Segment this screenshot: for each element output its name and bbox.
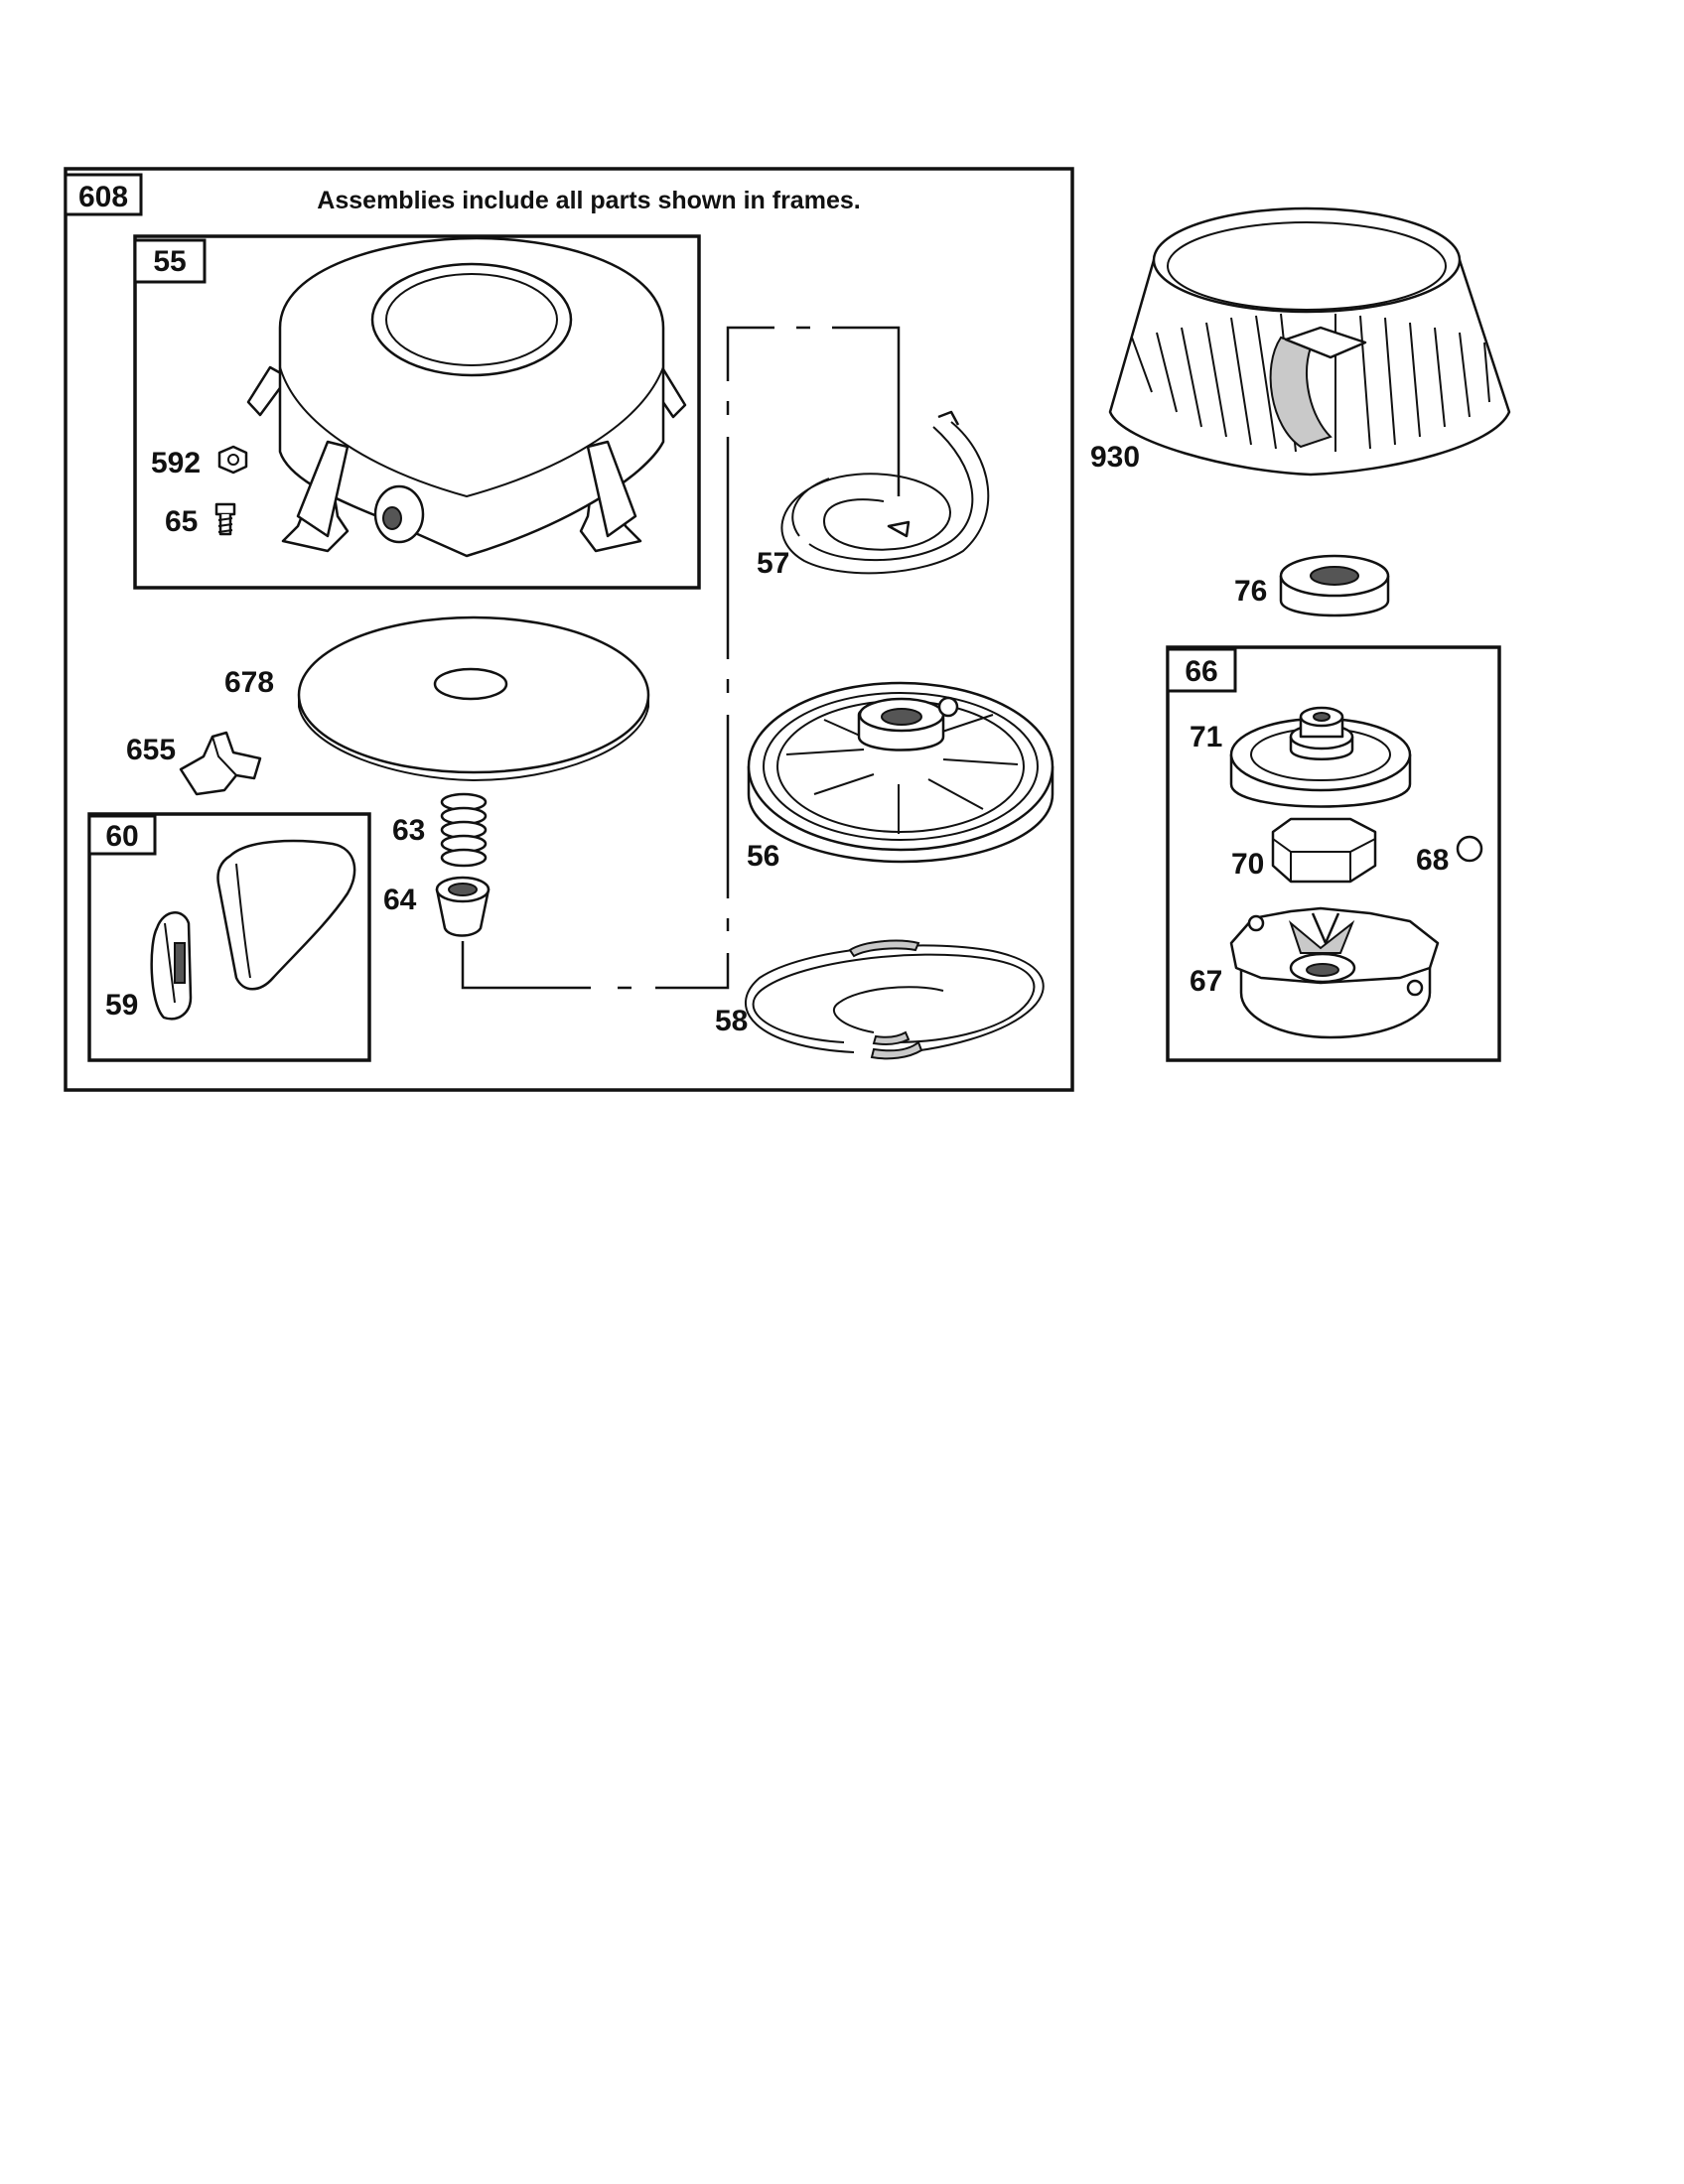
frame-label-66: 66 xyxy=(1185,655,1217,688)
starter-handle-icon xyxy=(150,839,356,1021)
hex-nut-icon xyxy=(217,445,248,475)
assembly-frame-60: 60 59 xyxy=(87,812,371,1062)
part-label-56: 56 xyxy=(747,840,779,873)
clip-icon xyxy=(179,731,262,796)
washer-icon xyxy=(1279,554,1390,617)
part-label-655: 655 xyxy=(126,734,176,766)
blower-housing-icon xyxy=(246,236,687,558)
part-label-64: 64 xyxy=(383,884,417,916)
ball-icon xyxy=(1456,835,1483,863)
part-label-678: 678 xyxy=(224,666,274,699)
part-label-592: 592 xyxy=(151,447,201,479)
part-label-65: 65 xyxy=(165,505,198,538)
starter-pulley-icon xyxy=(747,681,1054,864)
rewind-spring-icon xyxy=(780,410,990,575)
part-label-930: 930 xyxy=(1090,441,1140,474)
disc-plate-icon xyxy=(297,615,650,782)
part-label-63: 63 xyxy=(392,814,425,847)
part-label-59: 59 xyxy=(105,989,138,1022)
part-label-76: 76 xyxy=(1234,575,1267,608)
clutch-pulley-icon xyxy=(1229,706,1412,808)
frame-label-55: 55 xyxy=(153,245,186,278)
part-label-58: 58 xyxy=(715,1005,748,1037)
bushing-icon xyxy=(435,876,491,937)
part-label-68: 68 xyxy=(1416,844,1449,877)
screw-icon xyxy=(214,502,236,536)
clutch-housing-icon xyxy=(1229,906,1440,1039)
part-label-71: 71 xyxy=(1190,721,1222,753)
part-label-57: 57 xyxy=(757,547,789,580)
frame-label-608: 608 xyxy=(78,181,128,213)
starter-rope-icon xyxy=(744,939,1045,1060)
assembly-frame-66: 66 71 70 68 xyxy=(1166,645,1501,1062)
part-label-67: 67 xyxy=(1190,965,1222,998)
frame-label-60: 60 xyxy=(105,820,138,853)
assembly-frame-608: 608 Assemblies include all parts shown i… xyxy=(64,167,1074,1092)
rotating-screen-icon xyxy=(1108,206,1511,477)
ratchet-icon xyxy=(1271,817,1377,884)
spring-icon xyxy=(440,792,488,868)
assembly-frame-55: 55 592 65 xyxy=(133,234,701,590)
part-label-70: 70 xyxy=(1231,848,1264,881)
assembly-leader-line xyxy=(461,326,901,990)
assembly-note: Assemblies include all parts shown in fr… xyxy=(317,187,860,214)
